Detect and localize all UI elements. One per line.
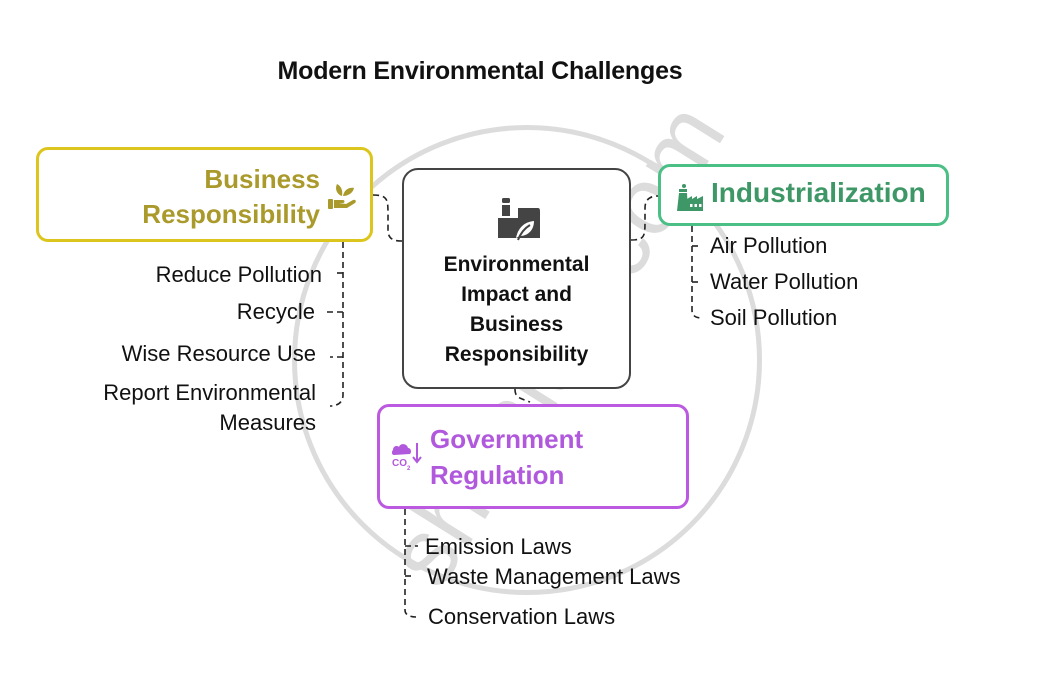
government-item: Waste Management Laws: [427, 564, 681, 589]
label-line: Responsibility: [444, 343, 589, 366]
industrialization-node: Industrialization: [658, 164, 949, 226]
label-line: Impact and: [461, 283, 572, 306]
industrial-item: Soil Pollution: [710, 305, 838, 330]
central-topic-node: Environmental Impact and Business Respon…: [402, 168, 631, 389]
business-item: Report Environmental: [103, 380, 316, 405]
business-item: Recycle: [236, 299, 315, 324]
central-topic-label: Environmental Impact and Business Respon…: [404, 250, 629, 370]
label-line: Business: [469, 313, 564, 336]
svg-text:2: 2: [407, 466, 411, 472]
factory-leaf-icon: [498, 198, 540, 241]
label-line: Business: [204, 164, 320, 194]
business-item: Measures: [219, 410, 316, 435]
government-item: Emission Laws: [425, 534, 572, 559]
connector-center-industrial: [630, 195, 659, 241]
label-line: Regulation: [430, 460, 565, 490]
diagram-title: Modern Environmental Challenges: [277, 57, 683, 85]
business-responsibility-label: Business Responsibility: [142, 162, 320, 232]
government-item: Conservation Laws: [428, 604, 616, 629]
business-trunk: [329, 242, 344, 407]
government-regulation-label: Government Regulation: [430, 421, 583, 493]
business-item: Reduce Pollution: [155, 262, 322, 287]
government-regulation-node: CO 2 Government Regulation: [377, 404, 689, 509]
business-item: Wise Resource Use: [121, 341, 316, 366]
industrial-item: Air Pollution: [710, 233, 828, 258]
connector-center-government: [514, 388, 531, 403]
government-trunk: [404, 509, 417, 618]
label-line: Environmental: [443, 253, 590, 276]
industrial-item: Water Pollution: [710, 269, 859, 294]
label-line: Responsibility: [142, 199, 320, 229]
industrialization-label: Industrialization: [711, 177, 926, 208]
svg-text:CO: CO: [392, 458, 407, 469]
watermark-ring: [292, 125, 762, 595]
hand-plant-icon: [328, 184, 356, 209]
connector-business-center: [372, 194, 403, 242]
business-responsibility-node: Business Responsibility: [36, 147, 373, 242]
industrial-trunk: [691, 226, 703, 319]
factory-icon: [677, 184, 703, 211]
label-line: Government: [430, 424, 584, 454]
co2-reduction-icon: CO 2: [391, 443, 422, 472]
